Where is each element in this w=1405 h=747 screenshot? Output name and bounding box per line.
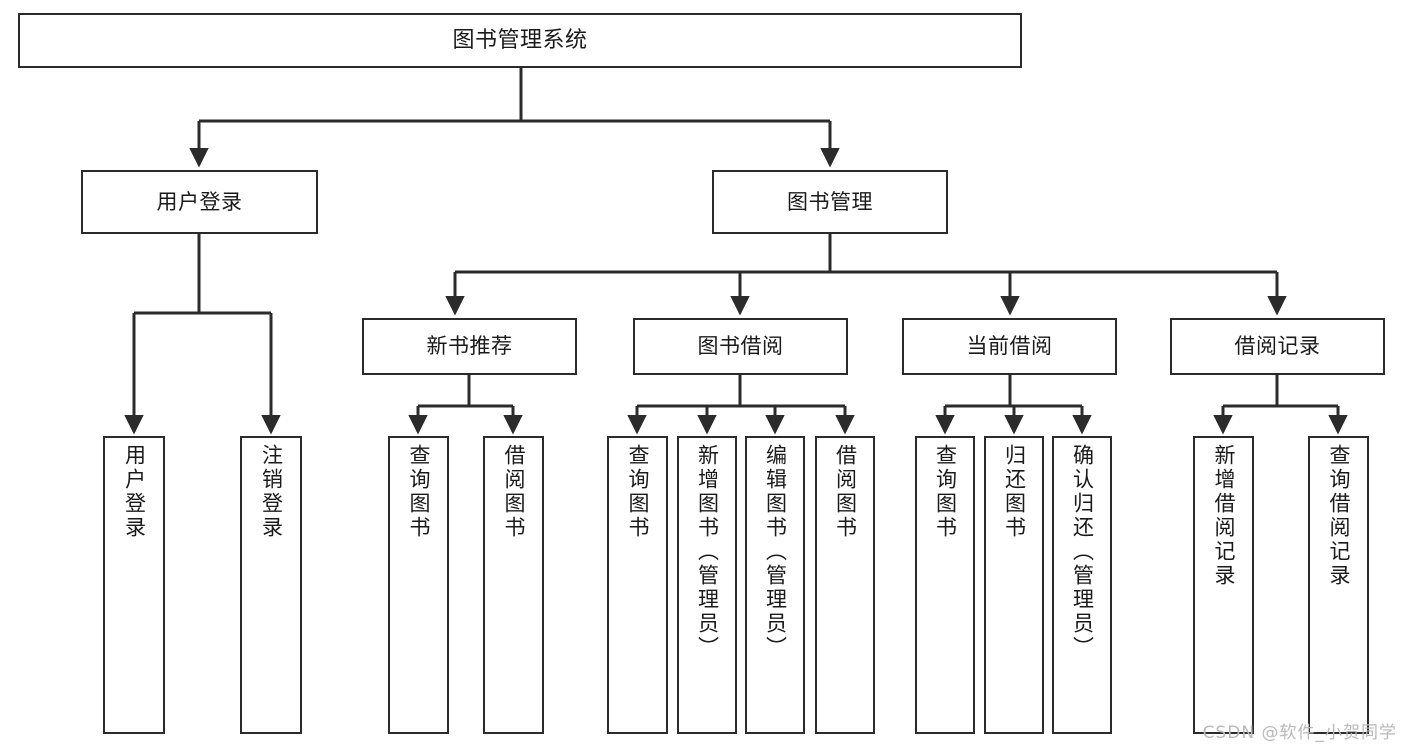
node-label: 新书推荐 [426,334,513,359]
node-label: 查询图书 [407,444,431,540]
node-label: 图书管理 [787,189,873,214]
node-label: 查询图书 [626,444,650,540]
node-label: 借阅图书 [833,444,858,540]
node-borrow-record[interactable]: 借阅记录 [1170,318,1385,375]
node-book-manage[interactable]: 图书管理 [712,170,948,234]
node-label: 借阅图书 [502,444,526,540]
node-label: 查询借阅记录 [1327,444,1351,588]
leaf-query-book-borrow[interactable]: 查询图书 [607,436,668,734]
node-label: 查询图书 [933,444,958,540]
leaf-confirm-return-admin[interactable]: 确认归还（管理员） [1052,436,1112,734]
node-book-borrow[interactable]: 图书借阅 [633,318,848,375]
leaf-query-book-current[interactable]: 查询图书 [915,436,975,734]
leaf-user-login[interactable]: 用户登录 [103,436,165,734]
csdn-watermark: CSDN @软件_小贺同学 [1202,723,1397,743]
leaf-borrow-book-recommend[interactable]: 借阅图书 [483,436,544,734]
node-label: 用户登录 [122,444,147,540]
node-label: 注销登录 [259,444,284,540]
leaf-borrow-book[interactable]: 借阅图书 [815,436,875,734]
leaf-return-book[interactable]: 归还图书 [984,436,1044,734]
leaf-query-book-recommend[interactable]: 查询图书 [388,436,449,734]
node-root-book-management-system[interactable]: 图书管理系统 [18,13,1022,68]
node-label: 确认归还（管理员） [1070,444,1095,660]
node-current-borrow[interactable]: 当前借阅 [902,318,1117,375]
leaf-logout[interactable]: 注销登录 [240,436,302,734]
leaf-query-borrow-record[interactable]: 查询借阅记录 [1308,436,1369,734]
node-label: 借阅记录 [1234,334,1321,359]
node-label: 当前借阅 [966,334,1053,359]
leaf-add-borrow-record[interactable]: 新增借阅记录 [1193,436,1254,734]
node-label: 用户登录 [156,189,243,214]
node-label: 图书管理系统 [452,27,588,53]
node-label: 归还图书 [1002,444,1027,540]
node-new-book-recommend[interactable]: 新书推荐 [362,318,577,375]
leaf-edit-book-admin[interactable]: 编辑图书（管理员） [745,436,805,734]
node-label: 编辑图书（管理员） [763,444,788,660]
leaf-add-book-admin[interactable]: 新增图书（管理员） [677,436,737,734]
node-label: 新增借阅记录 [1212,444,1236,588]
node-label: 新增图书（管理员） [695,444,720,660]
node-user-login[interactable]: 用户登录 [81,170,318,234]
node-label: 图书借阅 [697,334,784,359]
